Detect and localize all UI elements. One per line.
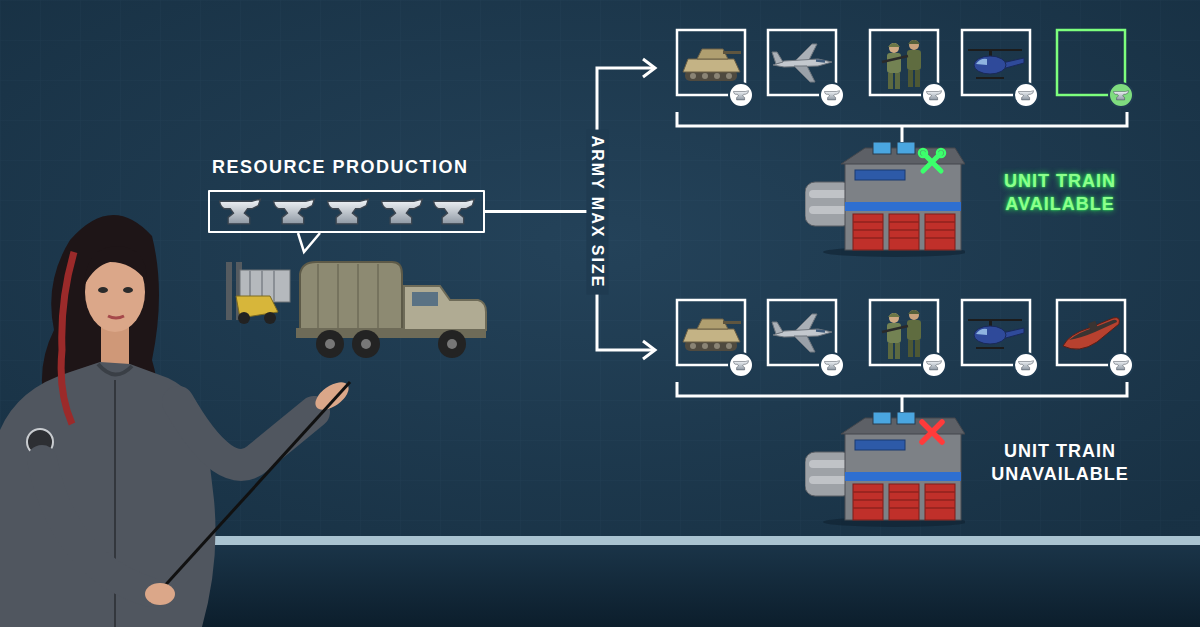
anvil-icon xyxy=(1113,91,1128,100)
tank-icon xyxy=(683,49,741,81)
helicopter-icon xyxy=(968,320,1024,348)
red-x-icon xyxy=(922,422,942,442)
presenter-woman xyxy=(0,215,353,627)
cost-badge xyxy=(1014,83,1038,107)
anvil-icon xyxy=(733,91,748,100)
unit-group: UNIT TRAIN UNAVAILABLE xyxy=(655,295,1155,530)
cost-badge xyxy=(1109,353,1133,377)
anvil-icon xyxy=(274,199,315,224)
hub xyxy=(361,339,371,349)
hub xyxy=(447,339,457,349)
flow-connector xyxy=(485,212,655,360)
raised-arm xyxy=(178,402,314,465)
cost-badge xyxy=(922,83,946,107)
connector-line xyxy=(485,68,655,212)
lower-arm xyxy=(42,460,150,592)
wheel xyxy=(352,330,380,358)
hair-bangs xyxy=(84,246,147,286)
anvil-icon xyxy=(434,199,475,224)
submarine-icon xyxy=(1063,318,1119,350)
flow-connector xyxy=(485,59,655,212)
truck-cab xyxy=(404,286,486,330)
connector-label: ARMY MAX SIZE xyxy=(586,129,608,294)
arrow-head xyxy=(643,341,655,359)
cost-badge-green xyxy=(1109,83,1133,107)
cost-badge xyxy=(1014,353,1038,377)
wrench-end xyxy=(919,149,927,157)
cost-badge xyxy=(729,353,753,377)
anvil-icon xyxy=(382,199,423,224)
group-bracket xyxy=(677,382,1127,412)
helicopter-icon xyxy=(968,50,1024,78)
hand xyxy=(145,583,175,605)
truck-illustration xyxy=(226,233,486,358)
anvil-icon xyxy=(824,361,839,370)
pointer-stick xyxy=(150,382,350,602)
unit-group: UNIT TRAIN AVAILABLE xyxy=(655,25,1155,260)
eye xyxy=(98,287,108,293)
truck-canvas xyxy=(300,262,402,330)
anvil-icon xyxy=(220,199,261,224)
soldiers-icon xyxy=(882,310,921,359)
cab-window xyxy=(412,292,438,306)
canvas-ribs xyxy=(318,264,378,330)
cost-badge xyxy=(820,83,844,107)
anvil-icon xyxy=(328,199,369,224)
top-unit-row xyxy=(677,30,1133,257)
wrench-icon xyxy=(919,149,945,171)
connector-line xyxy=(485,212,655,351)
section-heading: RESOURCE PRODUCTION xyxy=(212,157,469,178)
factory-building xyxy=(805,142,967,257)
resource-anvils xyxy=(220,199,475,224)
wheel xyxy=(316,330,344,358)
jet-icon xyxy=(772,314,832,352)
anvil-icon xyxy=(1018,91,1033,100)
cost-badge xyxy=(820,353,844,377)
wheel xyxy=(238,312,250,324)
factory-building xyxy=(805,412,967,527)
suit-collar xyxy=(98,364,132,375)
arrow-head xyxy=(643,59,655,77)
anvil-icon xyxy=(926,91,941,100)
tank-icon xyxy=(683,319,741,351)
forklift-mast xyxy=(226,262,232,320)
hub xyxy=(325,339,335,349)
soldiers-icon xyxy=(882,40,921,89)
cost-badge xyxy=(729,83,753,107)
lips xyxy=(108,316,124,318)
hair-streak xyxy=(61,252,74,424)
anvil-icon xyxy=(1113,361,1128,370)
wheel xyxy=(264,312,276,324)
wheel xyxy=(438,330,466,358)
anvil-icon xyxy=(733,361,748,370)
jet-icon xyxy=(772,44,832,82)
x-shape xyxy=(922,422,942,442)
anvil-icon xyxy=(824,91,839,100)
wrench-end xyxy=(937,149,945,157)
cost-badge xyxy=(922,353,946,377)
resource-box: RESOURCE PRODUCTION xyxy=(208,190,485,233)
status-text: UNIT TRAIN UNAVAILABLE xyxy=(985,440,1135,487)
anvil-icon xyxy=(926,361,941,370)
status-text: UNIT TRAIN AVAILABLE xyxy=(985,170,1135,217)
eye xyxy=(123,287,133,293)
bottom-unit-row xyxy=(677,300,1133,527)
speech-tail xyxy=(298,233,320,252)
anvil-icon xyxy=(1018,361,1033,370)
group-bracket xyxy=(677,112,1127,142)
hand xyxy=(311,377,354,415)
